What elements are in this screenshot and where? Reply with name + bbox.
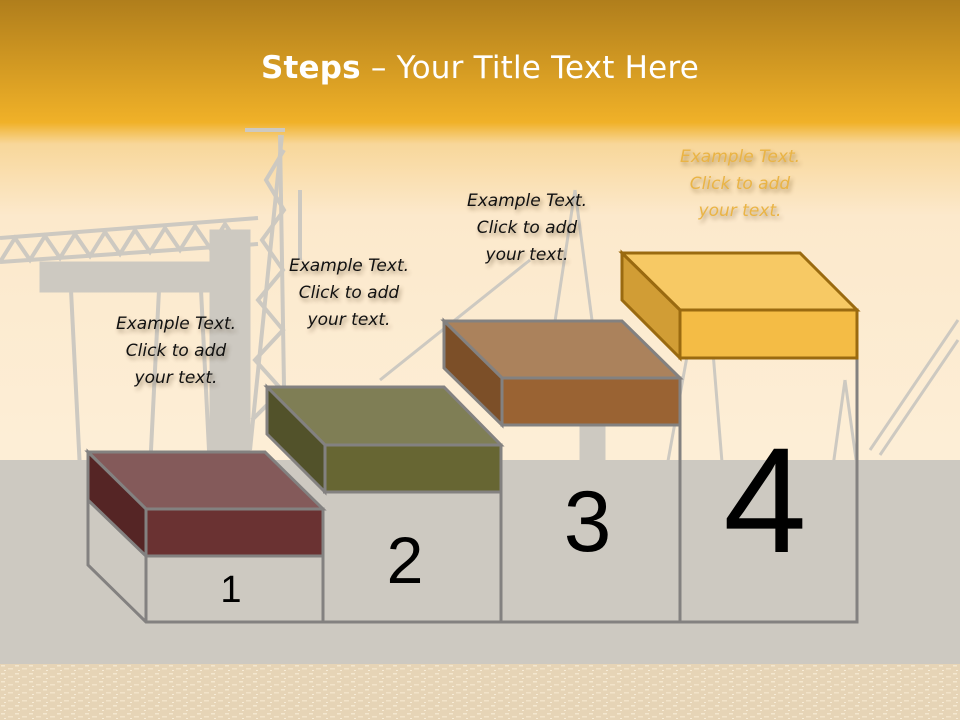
step-1-block[interactable] <box>84 448 327 560</box>
title-rest-part: – Your Title Text Here <box>360 50 699 86</box>
step-3-caption-line-2: Click to add <box>476 218 578 238</box>
step-3-number: 3 <box>563 474 612 570</box>
step-2-block[interactable] <box>263 383 505 496</box>
step-2-caption[interactable]: Example Text. Click to add your text. <box>259 253 439 334</box>
step-4-caption-line-3: your text. <box>698 201 782 221</box>
step-4-number: 4 <box>723 416 807 584</box>
step-4-caption-line-1: Example Text. <box>679 147 801 167</box>
step-2-caption-line-3: your text. <box>307 310 391 330</box>
step-2-caption-line-2: Click to add <box>298 283 400 303</box>
step-1-caption-line-3: your text. <box>134 368 218 388</box>
step-2-number: 2 <box>386 523 424 597</box>
step-1-caption-line-1: Example Text. <box>115 314 237 334</box>
step-3-block[interactable] <box>440 317 684 429</box>
step-1-caption-line-2: Click to add <box>125 341 227 361</box>
step-3-caption-line-1: Example Text. <box>466 191 588 211</box>
title-bold-part: Steps <box>260 50 361 86</box>
step-4-caption-line-2: Click to add <box>689 174 791 194</box>
step-1-caption[interactable]: Example Text. Click to add your text. <box>86 311 266 392</box>
step-1-number: 1 <box>220 569 242 611</box>
step-3-caption-line-3: your text. <box>485 245 569 265</box>
step-3-caption[interactable]: Example Text. Click to add your text. <box>437 188 617 269</box>
step-4-block[interactable] <box>618 249 861 362</box>
step-2-caption-line-1: Example Text. <box>288 256 410 276</box>
slide-title[interactable]: Steps – Your Title Text Here <box>0 50 960 86</box>
step-4-caption[interactable]: Example Text. Click to add your text. <box>650 144 830 225</box>
